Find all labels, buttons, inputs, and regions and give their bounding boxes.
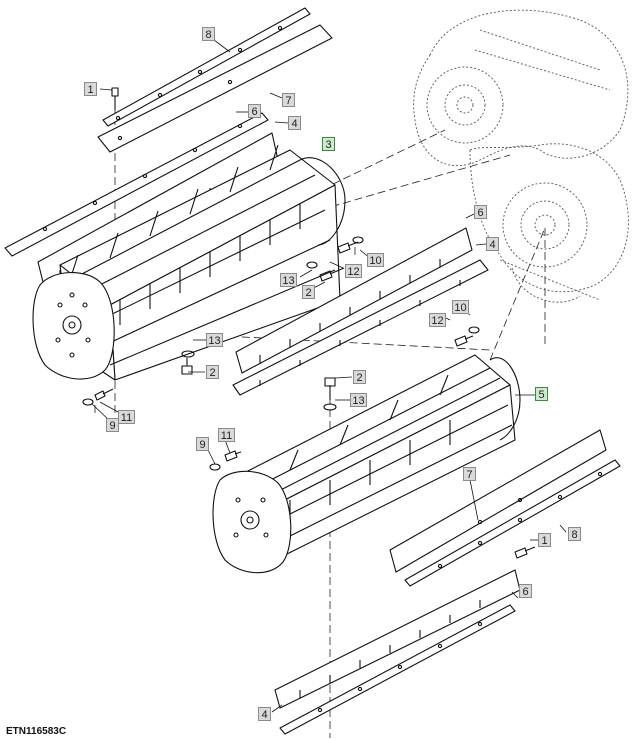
leader-lines [91, 39, 567, 713]
rotor-assembly-5 [212, 354, 521, 574]
callout-8-bottom: 8 [568, 527, 581, 541]
callout-10-b: 10 [452, 300, 469, 314]
callout-6-top: 6 [248, 104, 261, 118]
callout-10-a: 10 [367, 253, 384, 267]
callout-13-b: 13 [206, 333, 223, 347]
part-6-strip-bottom [274, 569, 521, 709]
chain-drive-housing [413, 9, 629, 303]
part-7-plate-bottom [389, 429, 607, 573]
callout-12-b: 12 [429, 313, 446, 327]
callout-8-top: 8 [202, 27, 215, 41]
part-8-strip-top [102, 7, 311, 127]
part-6-strip-mid [235, 227, 473, 374]
callout-4-bottom: 4 [258, 707, 271, 721]
callout-13-a: 13 [280, 273, 297, 287]
part-8-strip-bottom [404, 459, 621, 587]
callout-13-c: 13 [350, 393, 367, 407]
part-4-strip-bottom [279, 604, 516, 735]
callout-9-a: 9 [106, 418, 119, 432]
callout-2-a: 2 [302, 285, 315, 299]
hardware-bolts [82, 87, 536, 559]
rotor-assembly-3 [32, 144, 346, 381]
part-6-strip-top [4, 112, 269, 257]
callout-1-bottom: 1 [538, 533, 551, 547]
callout-12-a: 12 [345, 264, 362, 278]
callout-2-c: 2 [353, 370, 366, 384]
callout-4-mid: 4 [486, 237, 499, 251]
callout-2-b: 2 [206, 365, 219, 379]
callout-11-b: 11 [218, 428, 235, 442]
callout-5-rotor: 5 [535, 387, 548, 401]
part-4-plate-mid [232, 259, 489, 396]
callout-1-top: 1 [84, 82, 97, 96]
part-7-plate-top [97, 24, 333, 153]
callout-6-mid: 6 [474, 205, 487, 219]
callout-6-bottom: 6 [519, 584, 532, 598]
callout-9-b: 9 [196, 437, 209, 451]
callout-11-a: 11 [118, 410, 135, 424]
callout-4-top: 4 [288, 116, 301, 130]
figure-id: ETN116583C [6, 726, 67, 737]
callout-7-top: 7 [282, 93, 295, 107]
callout-7-bottom: 7 [463, 467, 476, 481]
callout-3-rotor: 3 [322, 137, 335, 151]
